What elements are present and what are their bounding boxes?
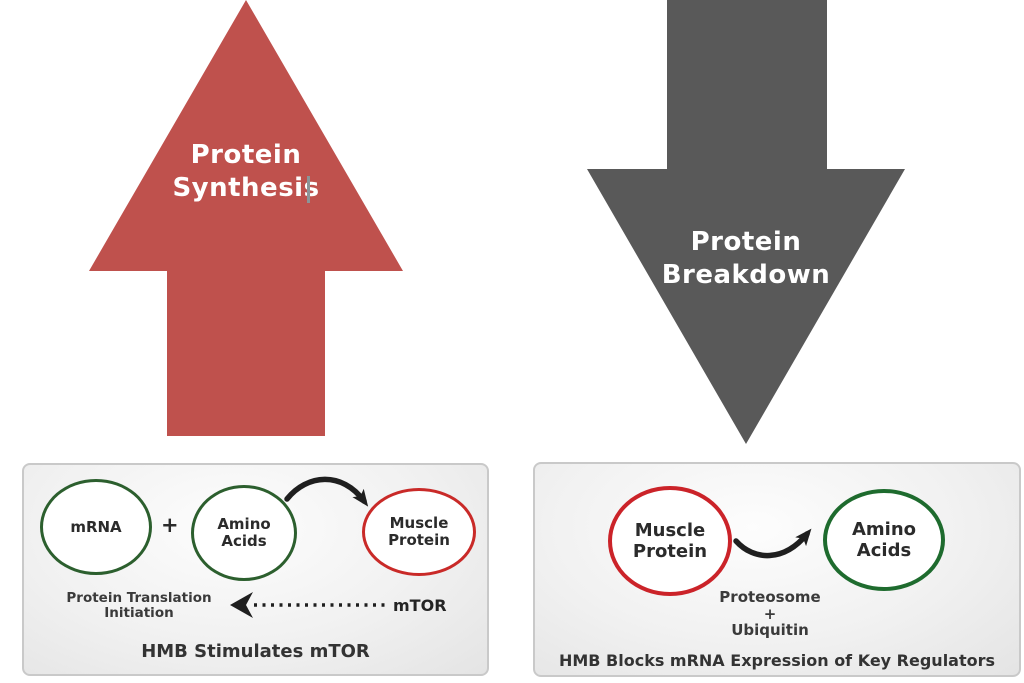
muscle-protein-circle-left: Muscle Protein xyxy=(362,488,476,576)
amino-acids-circle-right: Amino Acids xyxy=(823,489,945,591)
mrna-circle: mRNA xyxy=(40,479,152,575)
protein-breakdown-down-arrow xyxy=(587,0,905,444)
proteosome-ubiquitin-label: Proteosome + Ubiquitin xyxy=(719,588,821,639)
plus-sign: + xyxy=(161,513,179,537)
left-panel-connectors xyxy=(230,476,387,618)
protein-breakdown-label: Protein Breakdown xyxy=(661,227,831,290)
left-panel-caption: HMB Stimulates mTOR xyxy=(141,641,370,662)
amino-acids-circle-left: Amino Acids xyxy=(191,485,297,581)
muscle-protein-circle-right: Muscle Protein xyxy=(608,486,732,596)
mtor-dotted-arrowhead xyxy=(230,592,253,618)
right-panel-connectors xyxy=(733,528,812,559)
protein-synthesis-label: Protein Synthesis xyxy=(172,140,320,203)
protein-synthesis-up-arrow xyxy=(89,0,403,436)
hmb-blocks-mrna-panel: Muscle Protein Amino Acids Proteosome + … xyxy=(533,462,1021,677)
breakdown-curved-arrow xyxy=(733,528,812,559)
synthesis-curved-arrow xyxy=(284,476,369,507)
mtor-label: mTOR xyxy=(393,596,447,615)
text-cursor xyxy=(307,176,310,203)
protein-translation-initiation-label: Protein Translation Initiation xyxy=(66,590,212,621)
right-panel-caption: HMB Blocks mRNA Expression of Key Regula… xyxy=(558,651,996,670)
hmb-stimulates-mtor-panel: mRNA + Amino Acids Muscle Protein Protei… xyxy=(22,463,489,676)
